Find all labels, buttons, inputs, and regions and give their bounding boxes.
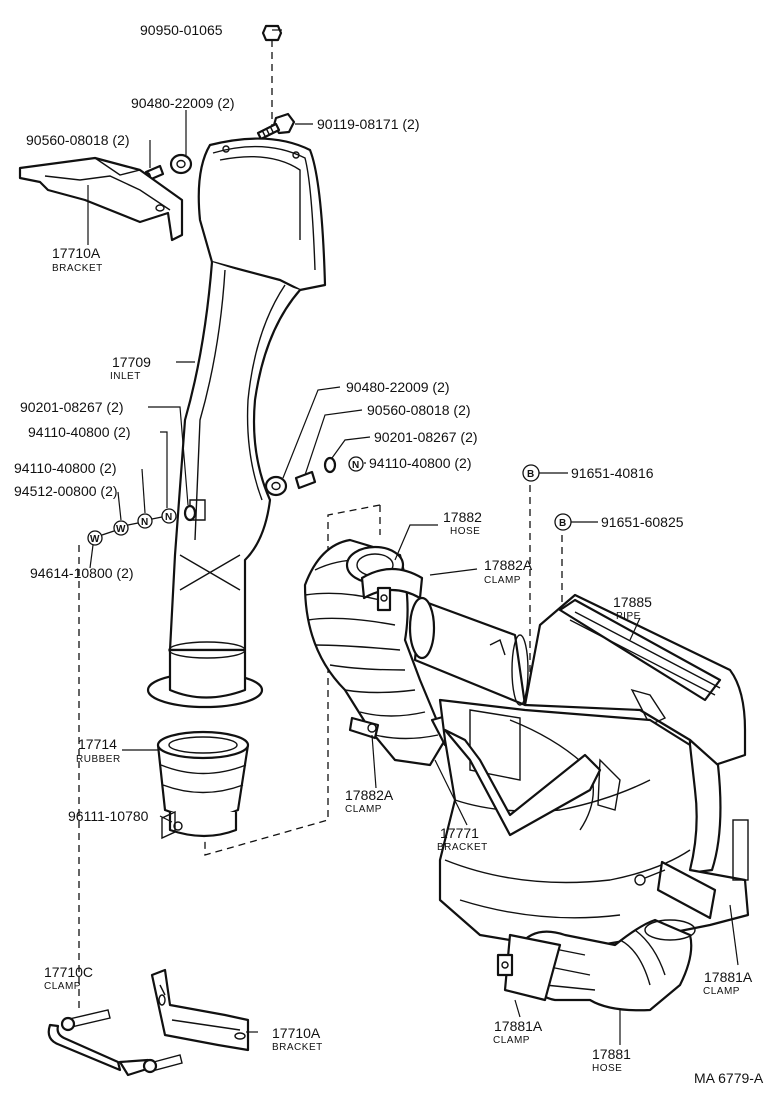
sublabel-hose-2: HOSE <box>592 1063 622 1074</box>
label-17881A-bot: 17881A <box>494 1018 543 1034</box>
nut-94110-left1: N <box>161 508 177 524</box>
label-90119-08171: 90119-08171 (2) <box>317 116 419 132</box>
sublabel-clamp-1: CLAMP <box>484 575 521 586</box>
label-94110-40800-left2: 94110-40800 (2) <box>14 460 116 476</box>
clamp-17882A-top <box>360 568 424 612</box>
label-94110-40800-right: 94110-40800 (2) <box>369 455 471 471</box>
washer-94614: W <box>87 530 103 546</box>
sublabel-hose-1: HOSE <box>450 526 480 537</box>
label-90201-08267-right: 90201-08267 (2) <box>374 429 478 445</box>
assembly-frame <box>204 504 381 856</box>
clamp-17710C <box>47 1009 183 1077</box>
nut-symbol-right: N <box>352 460 359 471</box>
collar-90560-mid <box>294 470 317 490</box>
bracket-17710A-bottom <box>150 968 250 1052</box>
sublabel-bracket-2: BRACKET <box>437 842 488 853</box>
rubber-17714 <box>156 730 250 840</box>
label-17709: 17709 <box>112 354 151 370</box>
grommet-90480-top <box>169 153 193 175</box>
sublabel-clamp-5: CLAMP <box>493 1035 530 1046</box>
bolt-90119 <box>256 112 296 141</box>
label-90950-01065: 90950-01065 <box>140 22 223 38</box>
label-17710A-top: 17710A <box>52 245 101 261</box>
label-94110-40800-left1: 94110-40800 (2) <box>28 424 130 440</box>
sublabel-pipe: PIPE <box>616 611 641 622</box>
label-94614-10800: 94614-10800 (2) <box>30 565 134 581</box>
label-17881A-right: 17881A <box>704 969 753 985</box>
bolt-91651-60825: B <box>554 513 572 531</box>
bolt-symbol-2: B <box>559 518 566 529</box>
nut-symbol-left1: N <box>165 512 172 523</box>
sublabel-clamp-2: CLAMP <box>345 804 382 815</box>
washer-symbol-94512: W <box>116 524 126 535</box>
label-90560-08018-mid: 90560-08018 (2) <box>367 402 471 418</box>
sublabel-clamp-4: CLAMP <box>44 981 81 992</box>
label-17881: 17881 <box>592 1046 631 1062</box>
washer-90201-right <box>323 456 337 474</box>
label-90560-08018-top: 90560-08018 (2) <box>26 132 130 148</box>
diagram-code: MA 6779-A <box>694 1070 764 1086</box>
nut-94110-right: N <box>348 456 364 472</box>
washer-symbol-94614: W <box>90 534 100 545</box>
label-17771: 17771 <box>440 825 479 841</box>
sublabel-bracket-3: BRACKET <box>272 1042 323 1053</box>
washer-94512: W <box>113 520 129 536</box>
grommet-90480-mid <box>264 475 288 497</box>
label-17710C: 17710C <box>44 964 93 980</box>
sublabel-clamp-3: CLAMP <box>703 986 740 997</box>
label-17882: 17882 <box>443 509 482 525</box>
bolt-symbol-1: B <box>527 469 534 480</box>
bolt-91651-40816: B <box>522 464 540 482</box>
sublabel-inlet: INLET <box>110 371 141 382</box>
label-94512-00800: 94512-00800 (2) <box>14 483 118 499</box>
label-91651-40816: 91651-40816 <box>571 465 654 481</box>
nut-94110-left2: N <box>137 513 153 529</box>
label-17885: 17885 <box>613 594 652 610</box>
sublabel-bracket-1: BRACKET <box>52 263 103 274</box>
label-90201-08267-left: 90201-08267 (2) <box>20 399 124 415</box>
label-17710A-bot: 17710A <box>272 1025 321 1041</box>
clamp-17881A-right <box>634 860 717 920</box>
clamp-17881A-bot <box>496 933 562 1002</box>
label-17882A-top: 17882A <box>484 557 533 573</box>
hose-17881 <box>518 918 696 1012</box>
label-17882A-bot: 17882A <box>345 787 394 803</box>
pipe-connector <box>408 596 529 707</box>
washer-90201-left <box>183 504 197 522</box>
label-90480-22009-mid: 90480-22009 (2) <box>346 379 450 395</box>
label-17714: 17714 <box>78 736 117 752</box>
cap-nut-90950 <box>261 24 283 42</box>
bracket-17710A-top <box>18 156 184 242</box>
label-91651-60825: 91651-60825 <box>601 514 684 530</box>
inlet-17709 <box>146 137 327 709</box>
sublabel-rubber: RUBBER <box>76 754 121 765</box>
label-90480-22009-top: 90480-22009 (2) <box>131 95 235 111</box>
label-96111-10780: 96111-10780 <box>68 808 149 824</box>
hardware-chain-line <box>101 516 163 536</box>
nut-symbol-left2: N <box>141 517 148 528</box>
bracket-17771 <box>443 728 602 837</box>
leader-lines <box>87 29 739 1045</box>
